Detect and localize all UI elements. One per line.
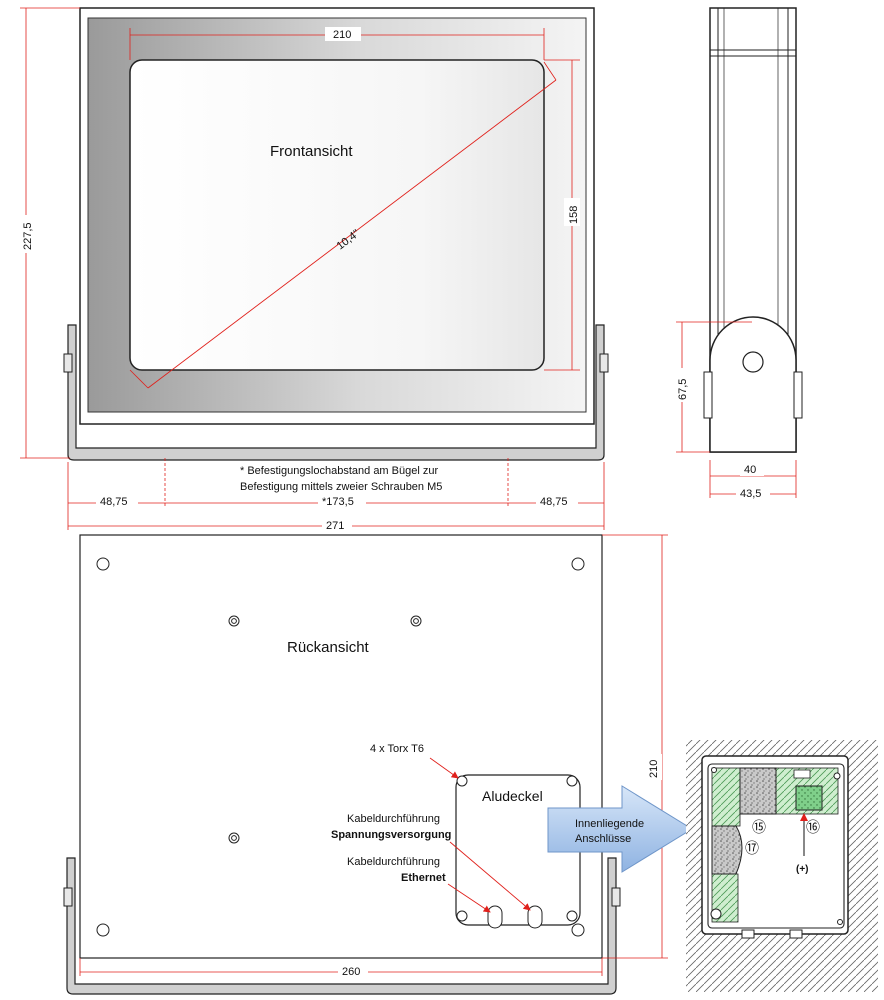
dim-158-label: 158 xyxy=(568,206,580,224)
dim-diagonal xyxy=(147,79,557,389)
dim-back-260-label: 260 xyxy=(342,966,360,978)
cable-slot-power xyxy=(487,905,503,929)
cable-slot-ethernet xyxy=(527,905,543,929)
front-stand-knob-right xyxy=(599,353,609,373)
dim-side-675-label: 67,5 xyxy=(677,379,689,400)
mount-note-line2: Befestigung mittels zweier Schrauben M5 xyxy=(240,481,442,493)
callout-line2: Anschlüsse xyxy=(575,833,631,845)
dim-back-210-label: 210 xyxy=(648,760,660,778)
detail-connector-15 xyxy=(739,767,777,815)
dim-side-40-label: 40 xyxy=(744,464,756,476)
dim-total-271: 271 xyxy=(326,520,344,532)
cable-eth-label-1: Kabeldurchführung xyxy=(347,856,440,868)
detail-label-16: ⑯ xyxy=(806,819,820,835)
back-hole xyxy=(96,923,110,937)
detail-plus: (+) xyxy=(796,864,809,875)
front-screen xyxy=(129,59,545,371)
dim-back-210 xyxy=(602,534,668,959)
mount-note-line1: * Befestigungslochabstand am Bügel zur xyxy=(240,465,438,477)
dim-227-label: 227,5 xyxy=(22,222,34,250)
alu-cover-label: Aludeckel xyxy=(482,788,543,804)
callout-arrow: Innenliegende Anschlüsse xyxy=(547,785,693,873)
detail-connector-17 xyxy=(711,825,743,875)
callout-line1: Innenliegende xyxy=(575,818,644,830)
front-view-title: Frontansicht xyxy=(270,143,353,160)
cable-power-label-1: Kabeldurchführung xyxy=(347,813,440,825)
side-pivot-hole xyxy=(742,351,764,373)
detail-label-15: ⑮ xyxy=(752,819,766,835)
front-stand-knob-left xyxy=(63,353,73,373)
dim-left-4875: 48,75 xyxy=(100,496,128,508)
front-view: Frontansicht 210 158 10,4" 227,5 xyxy=(18,7,609,532)
back-view: Rückansicht Aludeckel 4 x Torx T6 Kabeld… xyxy=(63,534,668,995)
detail-view: ⑮ ⑯ ⑰ (+) xyxy=(686,740,878,992)
back-stand xyxy=(66,857,617,995)
back-hole xyxy=(571,923,585,937)
cable-eth-label-2: Ethernet xyxy=(401,872,446,884)
dim-right-4875: 48,75 xyxy=(540,496,568,508)
cable-power-label-2: Spannungsversorgung xyxy=(331,829,451,841)
dim-210-label: 210 xyxy=(333,29,351,41)
dim-side-435-label: 43,5 xyxy=(740,488,761,500)
dim-center-1735: *173,5 xyxy=(322,496,354,508)
detail-green-left xyxy=(711,767,741,827)
torx-note: 4 x Torx T6 xyxy=(370,743,424,755)
back-hole xyxy=(96,557,110,571)
back-view-title: Rückansicht xyxy=(287,639,370,656)
side-view: 67,5 40 43,5 xyxy=(674,7,803,500)
side-bracket xyxy=(709,316,797,453)
detail-connector-16 xyxy=(795,785,823,811)
detail-label-17: ⑰ xyxy=(745,840,759,856)
back-hole xyxy=(571,557,585,571)
